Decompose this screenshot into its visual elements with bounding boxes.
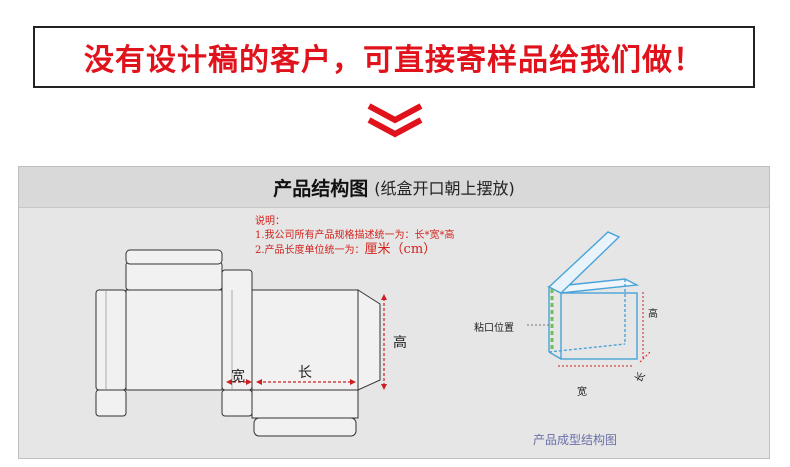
panel-header: 产品结构图 (纸盒开口朝上摆放) xyxy=(19,167,769,208)
top-tuck-lip xyxy=(125,249,223,265)
box-height-label: 高 xyxy=(648,309,658,320)
glue-position-label: 粘口位置 xyxy=(474,323,514,334)
front-panel xyxy=(251,289,359,391)
box-width-label: 宽 xyxy=(577,387,587,398)
panel-subtitle: (纸盒开口朝上摆放) xyxy=(374,179,515,198)
width-label: 宽 xyxy=(231,369,245,385)
height-label: 高 xyxy=(393,335,407,351)
promo-banner: 没有设计稿的客户，可直接寄样品给我们做！ xyxy=(33,26,755,88)
length-label: 长 xyxy=(298,365,312,381)
notes-block: 说明： 1.我公司所有产品规格描述统一为：长*宽*高 2.产品长度单位统一为：厘… xyxy=(255,215,455,258)
double-chevron-down-icon xyxy=(367,103,423,138)
bottom-flap-left xyxy=(95,389,127,417)
bottom-flap-right xyxy=(221,389,253,417)
notes-unit: 厘米（cm） xyxy=(364,242,437,257)
bottom-panel xyxy=(251,389,359,419)
side-flap-left xyxy=(95,289,127,391)
glue-flap xyxy=(357,289,381,391)
diagram-caption: 产品成型结构图 xyxy=(533,433,618,447)
notes-line1: 1.我公司所有产品规格描述统一为：长*宽*高 xyxy=(255,230,455,241)
notes-line2: 2.产品长度单位统一为： xyxy=(255,245,365,256)
top-panel xyxy=(125,289,223,391)
assembled-box xyxy=(546,231,640,360)
top-tuck-flap xyxy=(125,261,223,291)
bottom-tuck-flap xyxy=(253,417,357,437)
panel-title: 产品结构图 xyxy=(273,177,369,200)
promo-text: 没有设计稿的客户，可直接寄样品给我们做！ xyxy=(84,43,704,78)
notes-heading: 说明： xyxy=(255,216,285,227)
